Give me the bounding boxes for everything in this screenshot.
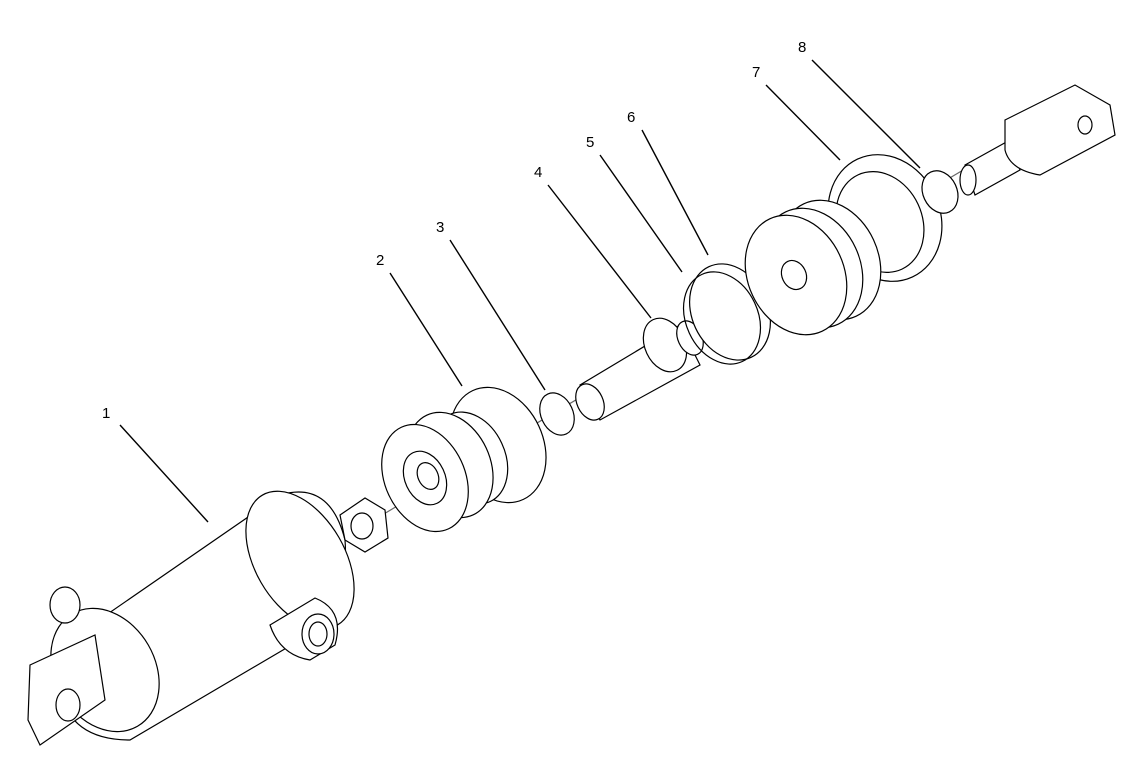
hex-nut [339, 497, 389, 553]
rod-clevis [959, 84, 1116, 196]
part-5-seal-ring [682, 271, 762, 365]
leader-line-2 [389, 272, 463, 387]
leader-line-4 [547, 184, 652, 319]
part-7-gland [744, 154, 943, 336]
callout-2: 2 [376, 252, 384, 269]
leader-line-6 [641, 129, 709, 256]
leader-line-3 [449, 239, 546, 391]
callout-1: 1 [102, 405, 110, 422]
leader-line-5 [599, 154, 683, 273]
callout-6: 6 [627, 109, 635, 126]
part-8-wiper-ring [921, 170, 959, 214]
callout-7: 7 [752, 64, 760, 81]
leader-line-1 [119, 424, 209, 523]
leader-line-8 [811, 59, 921, 169]
part-2-piston-seal [381, 386, 547, 533]
callout-4: 4 [534, 164, 542, 181]
leader-line-7 [765, 84, 841, 161]
callout-5: 5 [586, 134, 594, 151]
part-4-piston-rod [575, 317, 704, 421]
callout-8: 8 [798, 39, 806, 56]
part-1-cylinder-body [27, 490, 355, 746]
callout-3: 3 [436, 219, 444, 236]
part-3-o-ring [539, 392, 575, 436]
